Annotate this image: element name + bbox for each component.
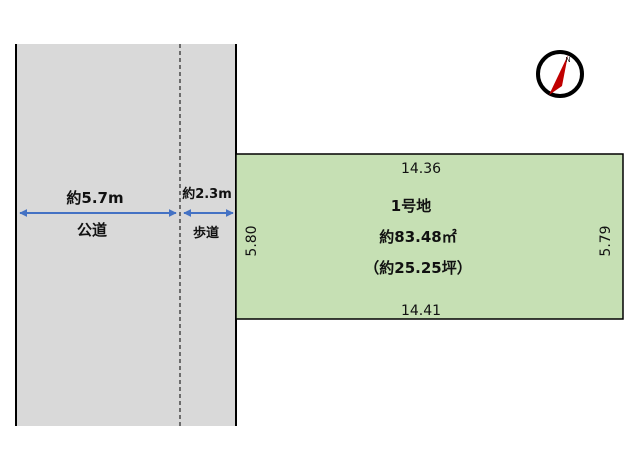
- north-arrow-icon: N: [536, 50, 584, 98]
- sidewalk-name-label: 歩道: [193, 225, 219, 241]
- lot-right-length: 5.79: [598, 225, 614, 256]
- road-width-label: 約5.7m: [66, 189, 123, 207]
- lot-area-sqm: 約83.48㎡: [379, 228, 456, 246]
- sidewalk-width-label: 約2.3m: [182, 186, 232, 202]
- lot-top-length: 14.36: [401, 161, 441, 177]
- road-name-label: 公道: [77, 221, 107, 239]
- lot-name: 1号地: [391, 197, 431, 215]
- north-label: N: [565, 56, 570, 64]
- lot-left-length: 5.80: [244, 225, 260, 256]
- lot-area-tsubo: （約25.25坪）: [364, 259, 471, 277]
- road-area: [16, 44, 236, 426]
- lot-bottom-length: 14.41: [401, 303, 441, 319]
- lot-1: [235, 153, 624, 320]
